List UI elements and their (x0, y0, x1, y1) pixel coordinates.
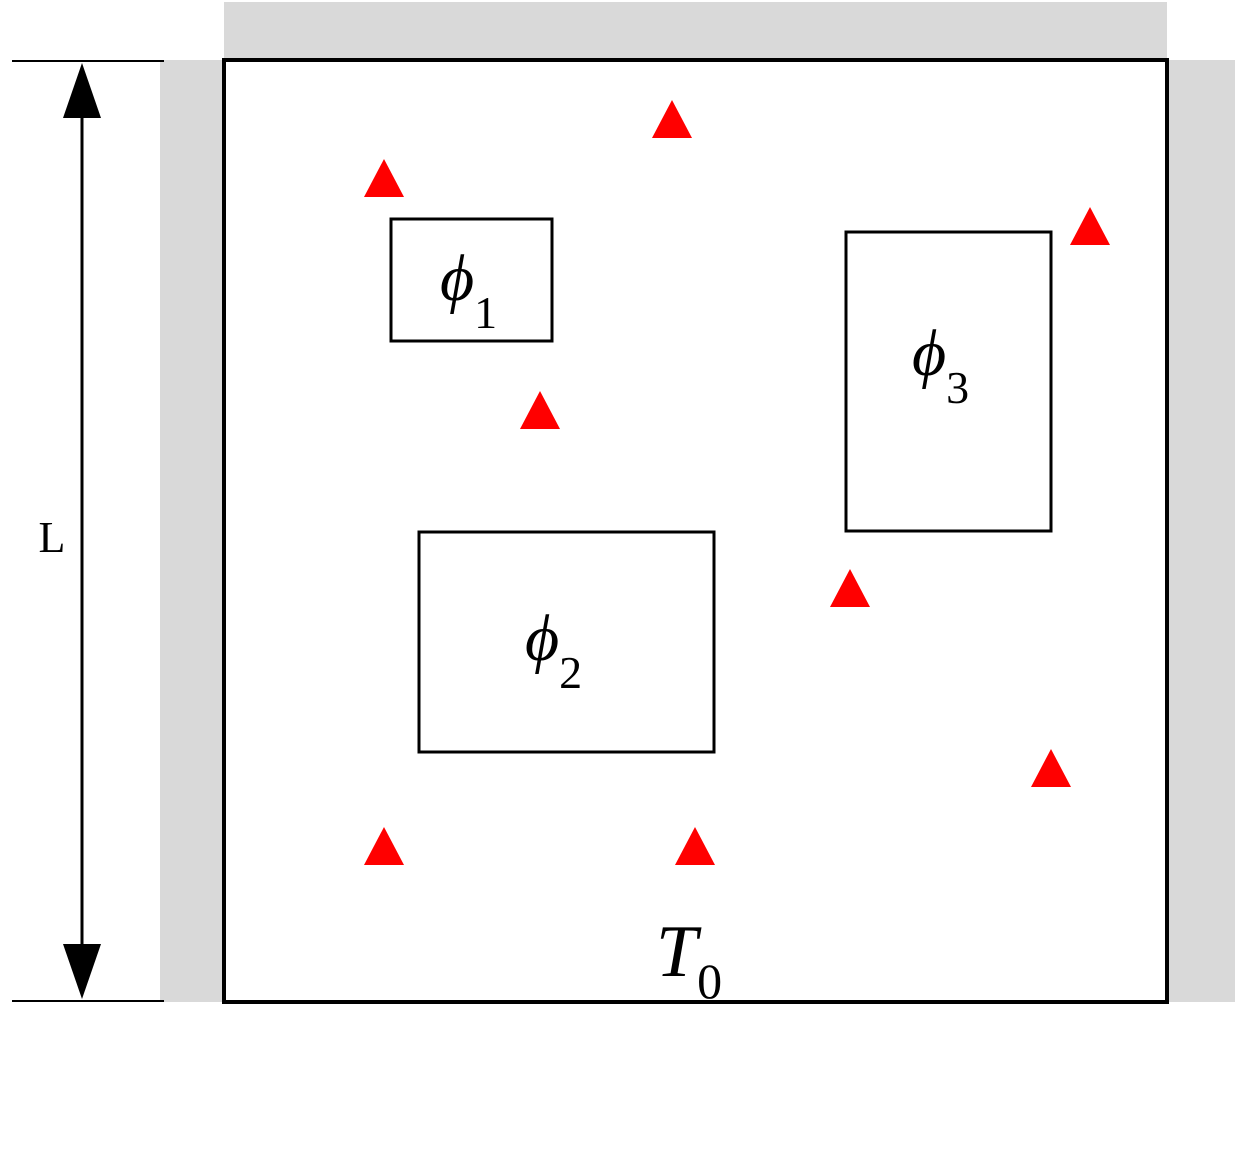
component-2-symbol: ϕ (525, 602, 559, 675)
dimension-label: L (39, 513, 66, 562)
sensor-marker-icon (520, 391, 560, 429)
component-1-label: ϕ1 (440, 242, 497, 338)
component-1-rect (389, 217, 554, 343)
left-boundary-band (160, 60, 224, 1002)
sensor-markers (364, 100, 1110, 865)
sensor-marker-icon (1070, 207, 1110, 245)
dimension-indicator: L (12, 60, 164, 1002)
sensor-marker-icon (675, 827, 715, 865)
sensor-marker-icon (652, 100, 692, 138)
component-2-label: ϕ2 (525, 602, 582, 698)
boundary-temperature-label: T0 (656, 911, 722, 1009)
dimension-arrow-up-icon (63, 63, 101, 118)
sensor-marker-icon (364, 827, 404, 865)
sensor-marker-icon (1031, 749, 1071, 787)
component-3-symbol: ϕ (912, 317, 946, 390)
right-boundary-band (1167, 60, 1235, 1002)
boundary-temperature-symbol: T (656, 911, 702, 993)
component-2-subscript: 2 (559, 647, 582, 698)
component-3-label: ϕ3 (912, 317, 969, 413)
top-boundary-band (224, 2, 1167, 60)
dimension-arrow-down-icon (63, 944, 101, 999)
component-3-subscript: 3 (946, 362, 969, 413)
component-2-rect (417, 530, 716, 754)
sensor-marker-icon (830, 569, 870, 607)
component-1-symbol: ϕ (440, 242, 474, 315)
component-1-subscript: 1 (474, 287, 497, 338)
component-3-rect (844, 230, 1053, 533)
boundary-temperature-subscript: 0 (697, 953, 722, 1009)
sensor-marker-icon (364, 159, 404, 197)
